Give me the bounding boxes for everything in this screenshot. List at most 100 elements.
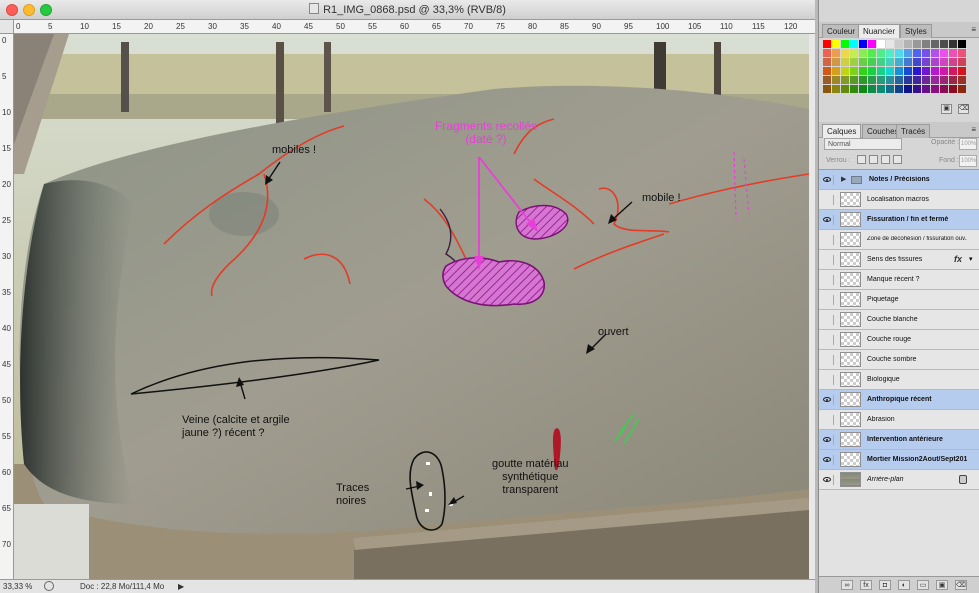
panel-menu-icon[interactable]: ≡ <box>971 25 976 34</box>
fx-icon[interactable]: fx <box>860 580 872 590</box>
opacity-input[interactable]: 100% <box>959 138 977 150</box>
color-swatch[interactable] <box>823 49 831 57</box>
color-swatch[interactable] <box>922 85 930 93</box>
lock-pixels-icon[interactable] <box>869 155 878 164</box>
layers-tab-2[interactable]: Tracés <box>896 124 931 138</box>
color-swatch[interactable] <box>886 85 894 93</box>
color-swatch[interactable] <box>841 85 849 93</box>
color-swatch[interactable] <box>877 58 885 66</box>
color-swatch[interactable] <box>913 49 921 57</box>
swatches-tab-1[interactable]: Nuancier <box>858 24 901 38</box>
color-swatch[interactable] <box>931 40 939 48</box>
color-swatch[interactable] <box>850 67 858 75</box>
color-swatch[interactable] <box>949 40 957 48</box>
color-swatch[interactable] <box>868 49 876 57</box>
layer-row[interactable]: Fissuration / fin et fermé <box>819 210 979 230</box>
visibility-toggle[interactable] <box>822 455 834 465</box>
delete-swatch-icon[interactable]: ⌫ <box>958 104 969 114</box>
color-swatch[interactable] <box>904 76 912 84</box>
color-swatch[interactable] <box>913 85 921 93</box>
folder-icon[interactable]: ▭ <box>917 580 929 590</box>
layer-row[interactable]: Couche blanche <box>819 310 979 330</box>
layer-row[interactable]: Couche sombre <box>819 350 979 370</box>
color-swatch[interactable] <box>850 49 858 57</box>
color-swatch[interactable] <box>895 67 903 75</box>
color-swatch[interactable] <box>904 58 912 66</box>
zoom-level[interactable]: 33,33 % <box>3 582 33 591</box>
color-swatch[interactable] <box>940 49 948 57</box>
fx-icon[interactable]: fx <box>954 254 963 264</box>
title-bar[interactable]: R1_IMG_0868.psd @ 33,3% (RVB/8) <box>0 0 815 20</box>
visibility-toggle[interactable] <box>822 415 834 425</box>
visibility-toggle[interactable] <box>822 335 834 345</box>
color-swatch[interactable] <box>859 58 867 66</box>
visibility-toggle[interactable] <box>822 475 834 485</box>
color-swatch[interactable] <box>895 58 903 66</box>
color-swatch[interactable] <box>832 40 840 48</box>
layer-row[interactable]: Zone de décohésion / fissuration ouv... <box>819 230 979 250</box>
color-swatch[interactable] <box>877 49 885 57</box>
mask-icon[interactable]: ◘ <box>879 580 891 590</box>
layer-row[interactable]: Couche rouge <box>819 330 979 350</box>
swatch-grid[interactable] <box>823 40 973 95</box>
visibility-toggle[interactable] <box>822 395 834 405</box>
color-swatch[interactable] <box>859 67 867 75</box>
swatches-tab-0[interactable]: Couleur <box>822 24 861 38</box>
color-swatch[interactable] <box>949 76 957 84</box>
visibility-toggle[interactable] <box>822 375 834 385</box>
layer-row[interactable]: Arrière-plan <box>819 470 979 490</box>
color-swatch[interactable] <box>886 76 894 84</box>
blend-mode-select[interactable]: Normal <box>824 138 902 150</box>
lock-position-icon[interactable] <box>881 155 890 164</box>
color-swatch[interactable] <box>940 58 948 66</box>
color-swatch[interactable] <box>823 85 831 93</box>
color-swatch[interactable] <box>922 58 930 66</box>
ruler-origin[interactable] <box>0 20 14 34</box>
color-swatch[interactable] <box>832 76 840 84</box>
color-swatch[interactable] <box>868 40 876 48</box>
color-swatch[interactable] <box>841 76 849 84</box>
swatches-tab-2[interactable]: Styles <box>900 24 932 38</box>
color-swatch[interactable] <box>859 85 867 93</box>
color-swatch[interactable] <box>922 67 930 75</box>
visibility-toggle[interactable] <box>822 235 834 245</box>
minimize-window-button[interactable] <box>23 4 35 16</box>
color-swatch[interactable] <box>841 67 849 75</box>
color-swatch[interactable] <box>895 49 903 57</box>
visibility-toggle[interactable] <box>822 255 834 265</box>
color-swatch[interactable] <box>841 40 849 48</box>
color-swatch[interactable] <box>850 58 858 66</box>
layers-tab-0[interactable]: Calques <box>822 124 862 138</box>
color-swatch[interactable] <box>895 85 903 93</box>
color-swatch[interactable] <box>904 49 912 57</box>
disclosure-triangle-icon[interactable]: ▶ <box>841 176 847 183</box>
vertical-scrollbar[interactable] <box>809 34 815 579</box>
layer-row[interactable]: Anthropique récent <box>819 390 979 410</box>
color-swatch[interactable] <box>877 67 885 75</box>
panel-menu-icon[interactable]: ≡ <box>971 125 976 134</box>
color-swatch[interactable] <box>823 67 831 75</box>
color-swatch[interactable] <box>958 67 966 75</box>
zoom-icon[interactable] <box>44 581 54 591</box>
layer-row[interactable]: Mortier Mission2Aout/Sept2013 <box>819 450 979 470</box>
color-swatch[interactable] <box>877 76 885 84</box>
color-swatch[interactable] <box>949 67 957 75</box>
color-swatch[interactable] <box>832 58 840 66</box>
color-swatch[interactable] <box>877 85 885 93</box>
link-icon[interactable]: ∞ <box>841 580 853 590</box>
color-swatch[interactable] <box>823 40 831 48</box>
color-swatch[interactable] <box>931 67 939 75</box>
color-swatch[interactable] <box>931 76 939 84</box>
trash-icon[interactable]: ⌫ <box>955 580 967 590</box>
color-swatch[interactable] <box>958 85 966 93</box>
color-swatch[interactable] <box>913 76 921 84</box>
new-layer-icon[interactable]: ▣ <box>936 580 948 590</box>
color-swatch[interactable] <box>913 40 921 48</box>
color-swatch[interactable] <box>886 67 894 75</box>
layer-row[interactable]: Manque récent ? <box>819 270 979 290</box>
color-swatch[interactable] <box>949 85 957 93</box>
layer-row[interactable]: ▶Notes / Précisions <box>819 170 979 190</box>
color-swatch[interactable] <box>859 49 867 57</box>
lock-all-icon[interactable] <box>893 155 902 164</box>
